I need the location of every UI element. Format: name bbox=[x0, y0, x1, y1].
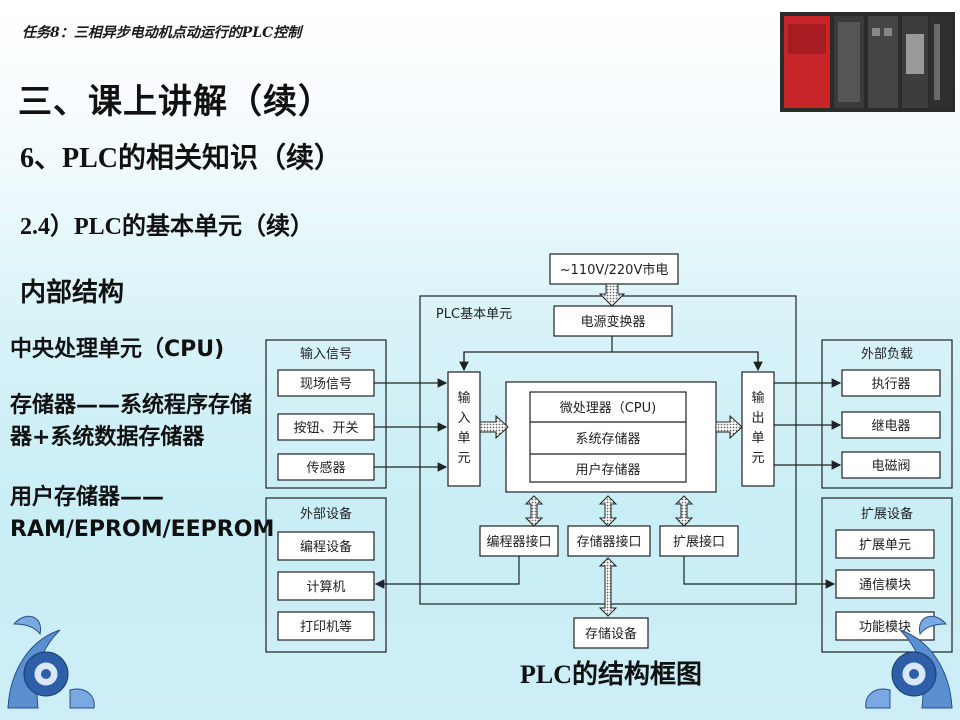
load-item: 继电器 bbox=[871, 419, 910, 434]
input-signal-title: 输入信号 bbox=[300, 346, 352, 362]
user-memory-note: 用户存储器—— RAM/EPROM/EEPROM bbox=[10, 482, 275, 546]
subsection-heading: 2.4）PLC的基本单元（续） bbox=[20, 214, 314, 240]
expansion-title: 扩展设备 bbox=[861, 506, 913, 522]
expansion-item-box bbox=[835, 569, 935, 599]
storage-device-label: 存储设备 bbox=[585, 626, 637, 642]
system-memory-label: 系统存储器 bbox=[575, 432, 640, 447]
load-item: 电磁阀 bbox=[871, 459, 910, 474]
device-item-box bbox=[277, 531, 375, 561]
cpu-block-inner bbox=[529, 391, 687, 483]
interface-box bbox=[659, 525, 739, 557]
plc-structure-diagram: ~110V/220V市电 PLC基本单元 电源变换器 输入信号 现场信号 按钮、… bbox=[265, 253, 953, 653]
cpu-note: 中央处理单元（CPU) bbox=[10, 337, 225, 362]
device-item: 打印机等 bbox=[300, 619, 352, 635]
external-device-group bbox=[265, 497, 387, 653]
device-item-box bbox=[277, 571, 375, 601]
input-item: 传感器 bbox=[306, 460, 345, 476]
input-item-box bbox=[277, 453, 375, 481]
input-unit-char: 输 bbox=[457, 390, 470, 406]
external-load-group bbox=[821, 339, 953, 489]
memory-note-line2: 器+系统数据存储器 bbox=[10, 424, 205, 450]
storage-device-box bbox=[573, 617, 649, 649]
output-unit-box bbox=[741, 371, 775, 487]
programmer-interface-label: 编程器接口 bbox=[486, 534, 551, 550]
diagram-caption: PLC的结构框图 bbox=[520, 660, 703, 689]
expansion-item: 通信模块 bbox=[859, 578, 911, 593]
interface-box bbox=[479, 525, 559, 557]
external-device-title: 外部设备 bbox=[300, 506, 352, 522]
expansion-item-box bbox=[835, 611, 935, 641]
input-unit-char: 元 bbox=[457, 451, 470, 466]
output-unit-char: 元 bbox=[751, 451, 764, 466]
output-unit-char: 输 bbox=[751, 390, 764, 406]
device-item: 编程设备 bbox=[300, 539, 352, 555]
output-unit-char: 出 bbox=[751, 411, 764, 426]
power-supply-label: ~110V/220V市电 bbox=[560, 262, 669, 278]
device-item: 计算机 bbox=[306, 580, 345, 595]
plc-device-image bbox=[780, 12, 955, 112]
external-load-title: 外部负载 bbox=[861, 347, 913, 362]
floral-ornament-left bbox=[7, 615, 95, 709]
power-converter-box bbox=[553, 305, 673, 337]
input-unit-box bbox=[447, 371, 481, 487]
section-heading: 6、PLC的相关知识（续） bbox=[20, 143, 343, 174]
slide-title: 三、课上讲解（续） bbox=[18, 82, 333, 122]
user-memory-note-line1: 用户存储器—— bbox=[10, 485, 165, 510]
input-item-box bbox=[277, 369, 375, 397]
plc-unit-label: PLC基本单元 bbox=[436, 307, 512, 322]
input-signal-group bbox=[265, 339, 387, 489]
device-item-box bbox=[277, 611, 375, 641]
memory-interface-label: 存储器接口 bbox=[576, 534, 641, 550]
internal-structure-label: 内部结构 bbox=[20, 278, 125, 308]
power-supply-box bbox=[549, 253, 679, 285]
memory-note: 存储器——系统程序存储 器+系统数据存储器 bbox=[10, 390, 260, 454]
expansion-item: 扩展单元 bbox=[859, 538, 911, 553]
expansion-group bbox=[821, 497, 953, 653]
input-item: 现场信号 bbox=[300, 377, 352, 392]
load-item-box bbox=[841, 369, 941, 397]
output-unit-char: 单 bbox=[751, 431, 764, 446]
user-memory-note-line2: RAM/EPROM/EEPROM bbox=[10, 516, 275, 542]
power-converter-label: 电源变换器 bbox=[580, 314, 645, 330]
load-item-box bbox=[841, 451, 941, 479]
floral-ornament-right bbox=[865, 615, 953, 709]
expansion-item-box bbox=[835, 529, 935, 559]
user-memory-label: 用户存储器 bbox=[575, 462, 640, 478]
input-item-box bbox=[277, 413, 375, 441]
input-item: 按钮、开关 bbox=[293, 421, 358, 436]
memory-note-line1: 存储器——系统程序存储 bbox=[10, 393, 253, 418]
input-unit-char: 入 bbox=[457, 411, 470, 426]
expansion-interface-label: 扩展接口 bbox=[673, 534, 725, 550]
input-unit-char: 单 bbox=[457, 431, 470, 446]
cpu-label: 微处理器（CPU) bbox=[560, 401, 657, 416]
interface-box bbox=[567, 525, 651, 557]
task-header: 任务8：三相异步电动机点动运行的PLC控制 bbox=[22, 25, 302, 41]
load-item-box bbox=[841, 411, 941, 439]
load-item: 执行器 bbox=[871, 377, 910, 392]
expansion-item: 功能模块 bbox=[859, 620, 911, 635]
